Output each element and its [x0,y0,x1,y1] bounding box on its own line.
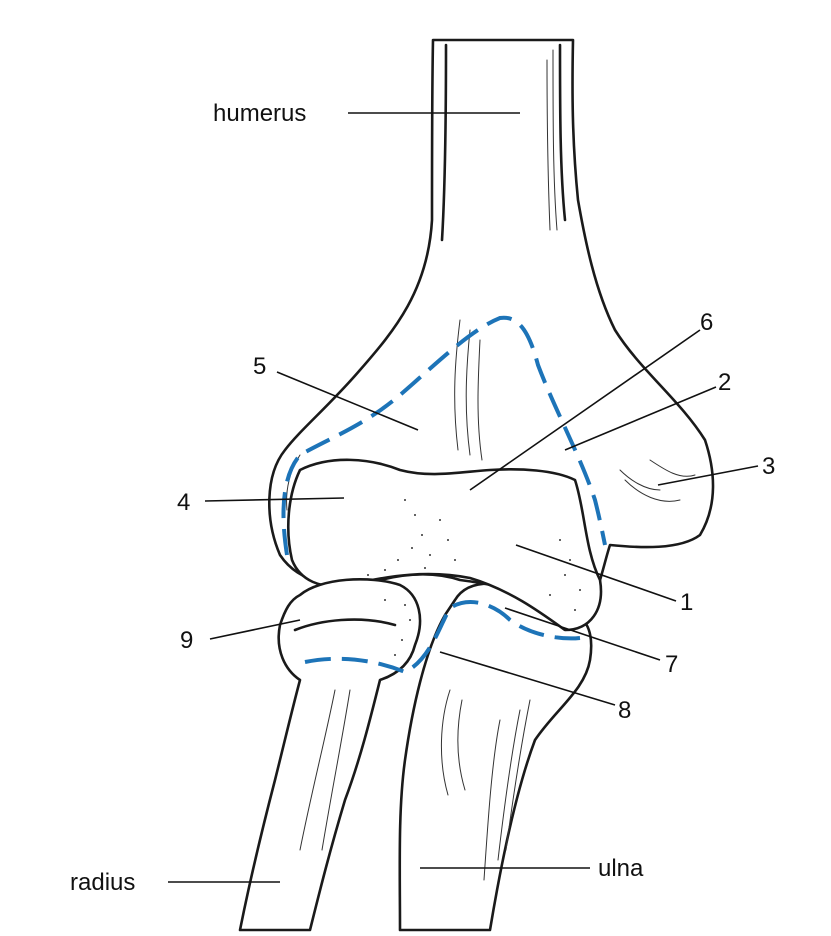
label-radius: radius [70,869,135,896]
label-6: 6 [700,309,713,336]
capsule-line-humerus [281,315,607,556]
label-3: 3 [762,453,775,480]
label-7: 7 [665,651,678,678]
articular-stipple [367,499,581,611]
label-8: 8 [618,697,631,724]
label-4: 4 [177,489,190,516]
label-humerus: humerus [213,100,306,127]
leader-lines [168,112,759,883]
capsule-line-elbow [304,600,581,675]
label-5: 5 [253,353,266,380]
ulna-bone [398,582,593,932]
label-1: 1 [680,589,693,616]
radius-bone [238,577,422,932]
label-2: 2 [718,369,731,396]
humerus-bone [268,38,715,632]
label-ulna: ulna [598,855,644,882]
radius-stipple [384,599,411,656]
label-9: 9 [180,627,193,654]
